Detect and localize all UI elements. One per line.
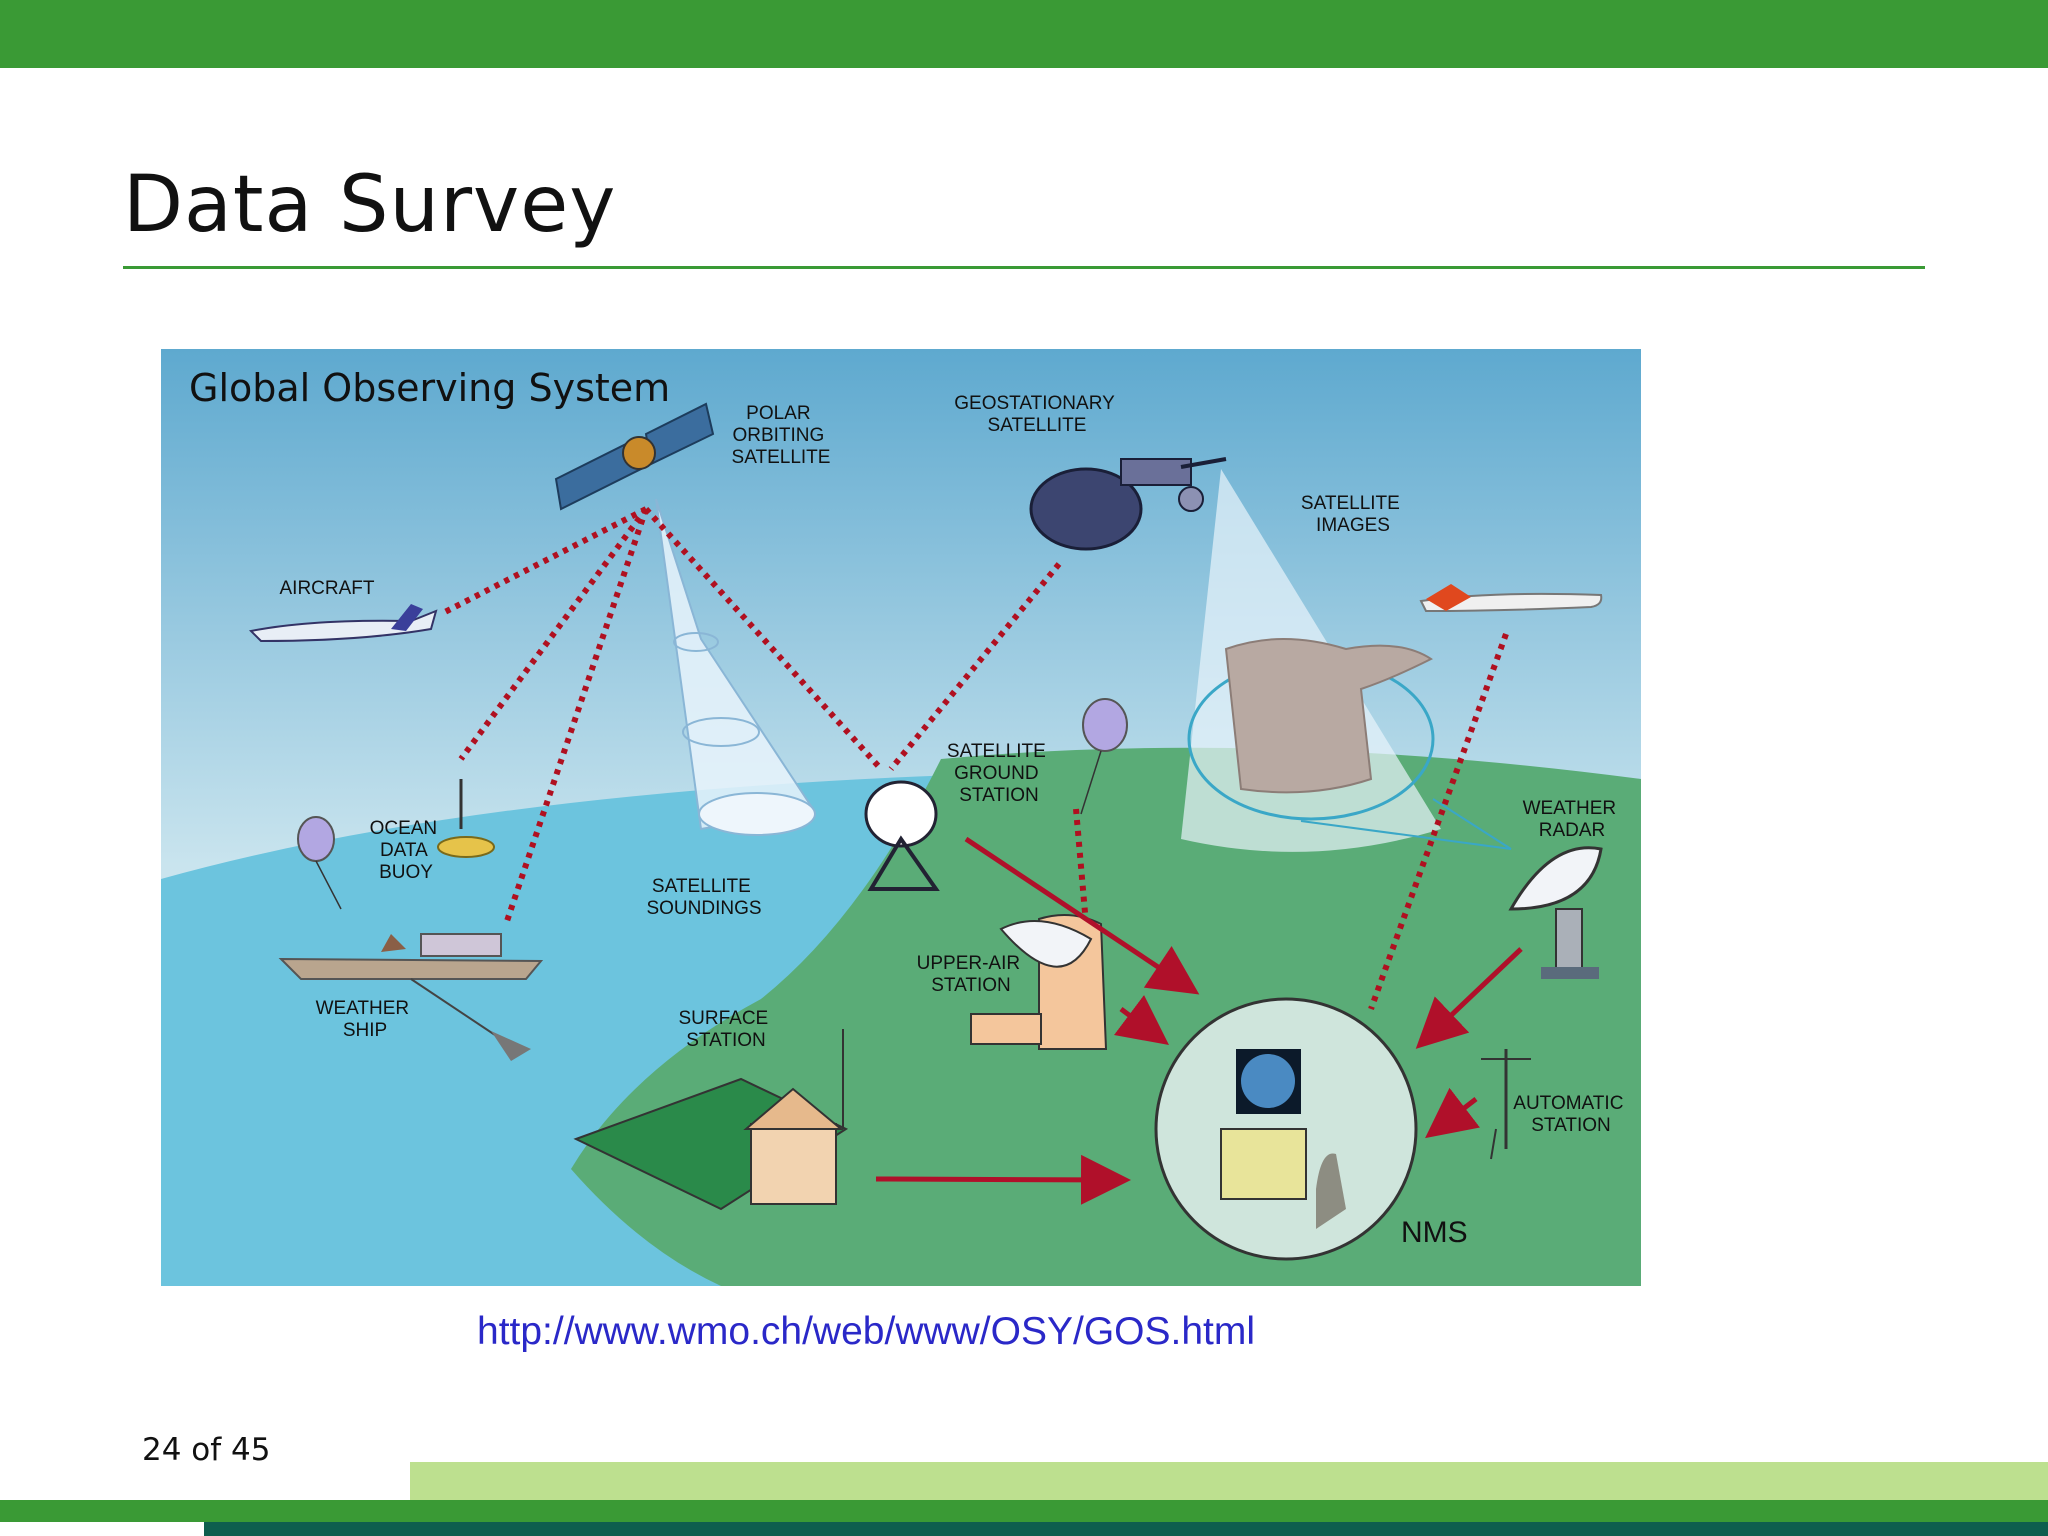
label-upper-air-station: UPPER-AIR STATION [917, 953, 1026, 996]
storm-cloud [1187, 638, 1512, 850]
diagram-title: Global Observing System [189, 366, 670, 410]
footer-green-bar [0, 1500, 2048, 1522]
label-aircraft: AIRCRAFT [280, 578, 375, 599]
polar-satellite-icon [554, 402, 715, 511]
label-satellite-soundings: SATELLITE SOUNDINGS [646, 876, 761, 919]
title-divider [123, 266, 1925, 269]
label-automatic-station: AUTOMATIC STATION [1513, 1093, 1628, 1136]
geostationary-satellite-icon [1029, 457, 1227, 551]
label-surface-station: SURFACE STATION [678, 1008, 773, 1051]
label-satellite-images: SATELLITE IMAGES [1301, 493, 1405, 536]
ocean-data-buoy-icon [437, 779, 495, 858]
dotted-data-links [439, 506, 1509, 1011]
upper-air-balloon-icon [1080, 698, 1128, 815]
label-nms: NMS [1401, 1216, 1468, 1249]
surface-station-icon [573, 1029, 849, 1211]
global-observing-system-diagram: Global Observing System POLAR ORBITING S… [161, 349, 1641, 1286]
top-banner [0, 0, 2048, 68]
nms-center-icon [1154, 997, 1418, 1261]
weather-ship-icon [278, 933, 544, 1061]
aircraft-right-icon [1419, 584, 1603, 613]
label-satellite-ground-station: SATELLITE GROUND STATION [947, 741, 1051, 806]
weather-radar-icon [1508, 846, 1603, 979]
source-link[interactable]: http://www.wmo.ch/web/www/OSY/GOS.html [477, 1310, 1256, 1353]
automatic-station-icon [1481, 1049, 1531, 1160]
aircraft-left-icon [248, 604, 438, 643]
data-flow-arrows [875, 836, 1523, 1205]
label-weather-ship: WEATHER SHIP [316, 998, 415, 1041]
page-title: Data Survey [123, 160, 617, 250]
satellite-soundings-cone [655, 498, 816, 836]
satellite-ground-station-icon [864, 780, 940, 891]
footer-dark-bar [204, 1522, 2048, 1536]
footer-left-gap [0, 1522, 204, 1536]
page-number: 24 of 45 [142, 1432, 271, 1468]
label-geostationary-satellite: GEOSTATIONARY SATELLITE [954, 393, 1119, 436]
label-polar-orbiting-satellite: POLAR ORBITING SATELLITE [732, 403, 831, 468]
weather-balloon-icon [297, 816, 342, 910]
label-ocean-data-buoy: OCEAN DATA BUOY [370, 818, 443, 883]
footer-light-bar [410, 1462, 2048, 1500]
label-weather-radar: WEATHER RADAR [1523, 798, 1622, 841]
